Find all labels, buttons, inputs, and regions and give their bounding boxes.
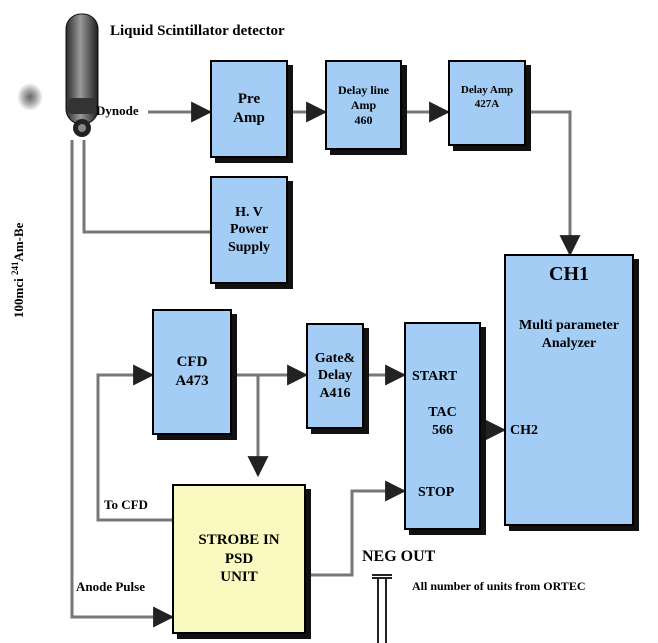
tac-line-2: 566 [432,423,453,438]
wire-psd-tac [306,480,407,577]
preamp-line-2: Amp [233,110,265,126]
ortec-note: All number of units from ORTEC [412,579,586,593]
gate-delay-line-1: Gate& [314,350,356,366]
preamp-box: Pre Amp [210,60,288,158]
tac-stop-label: STOP [418,485,455,500]
psd-line-1: STROBE IN [198,531,280,548]
source-label-element: Am-Be [11,222,26,261]
mpa-line-2: Analyzer [541,335,597,351]
delay-amp-line-1: Delay Amp [460,84,514,96]
delay-line-amp-box: Delay line Amp 460 [325,60,402,150]
cfd-line-1: CFD [176,354,208,371]
ch1-label: CH1 [549,263,589,285]
delay-line-amp-line-2: Amp [350,97,377,112]
gate-delay-line-3: A416 [319,385,351,401]
psd-line-2: PSD [224,550,254,567]
detector-title: Liquid Scintillator detector [110,23,285,39]
mpa-line-1: Multi parameter [519,318,619,333]
dynode-label: Dynode [96,103,139,118]
cfd-box: CFD A473 [152,309,232,435]
delay-amp-line-2: 427A [474,97,500,110]
psd-unit-box: STROBE IN PSD UNIT [172,484,306,634]
multi-parameter-analyzer-box: CH1 Multi parameter Analyzer CH2 [504,254,634,526]
hv-power-supply-box: H. V Power Supply [210,176,288,284]
cfd-line-2: A473 [175,373,209,389]
delay-amp-box: Delay Amp 427A [448,60,526,146]
delay-line-amp-line-3: 460 [354,112,373,127]
tac-line-1: TAC [428,405,457,420]
preamp-line-1: Pre [237,91,261,108]
source-icon [17,83,43,111]
to-cfd-label: To CFD [104,497,148,512]
tac-box: START TAC 566 STOP [404,322,481,530]
hv-line-2: Power [229,222,269,238]
source-label-prefix: 100mci [11,275,26,318]
hv-line-1: H. V [235,204,263,220]
wire-hv-detector [82,140,210,234]
delay-line-amp-line-1: Delay line [338,82,389,97]
psd-line-3: UNIT [220,569,258,586]
wire-anode-psd [70,140,175,628]
detector-icon [65,13,99,137]
source-label-isotope: 241 [10,261,20,275]
tac-start-label: START [412,369,458,384]
wire-psd-cfd [96,364,172,522]
gate-delay-line-2: Delay [317,368,353,384]
anode-pulse-label: Anode Pulse [76,579,145,594]
ch2-label: CH2 [510,423,538,438]
neg-out-label: NEG OUT [362,548,436,565]
wire-delayamp-ch1 [526,110,581,257]
gate-delay-box: Gate& Delay A416 [306,323,364,429]
hv-line-3: Supply [227,239,271,255]
source-label: 100mci 241Am-Be [10,222,26,318]
neg-out-connector [372,574,392,643]
